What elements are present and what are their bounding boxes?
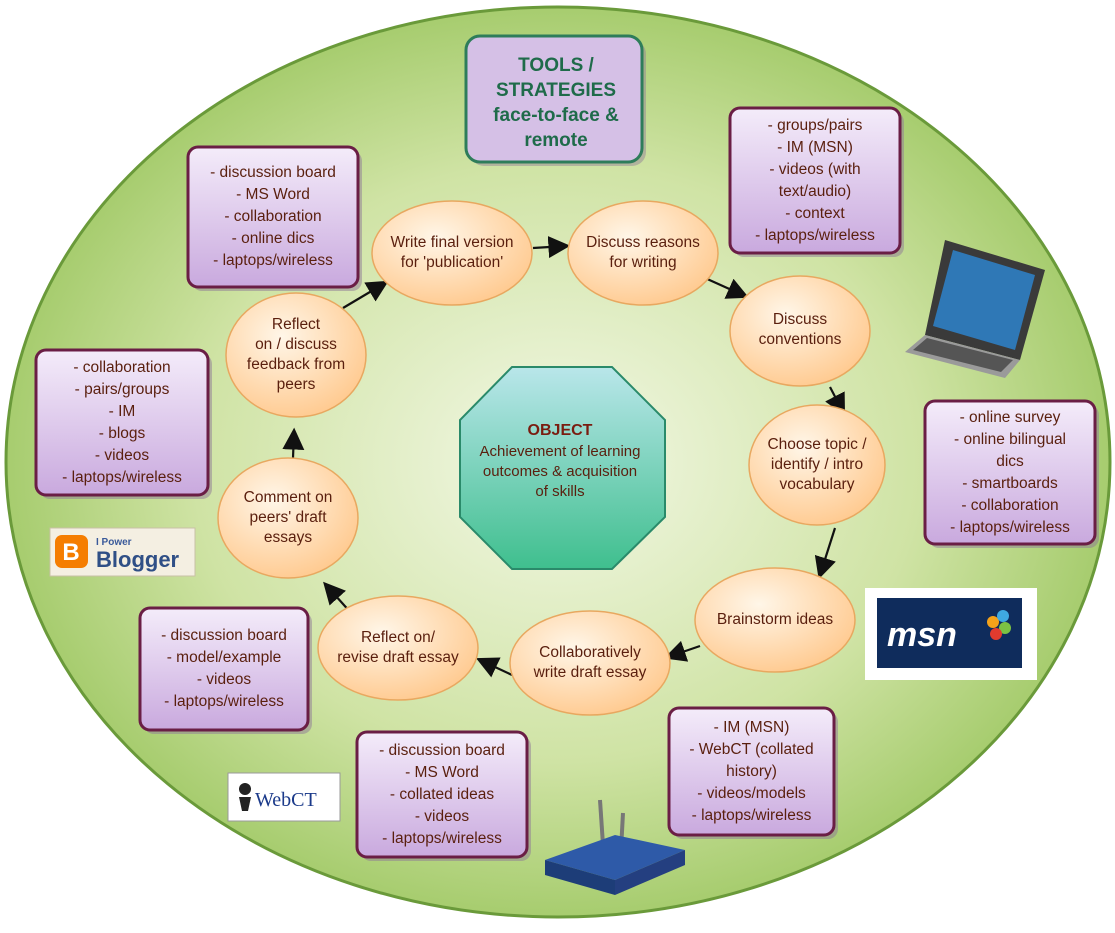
tool-box-text-reflect-feedback: - collaboration - pairs/groups - IM - bl… [62, 358, 182, 486]
step-node-brainstorm [694, 567, 856, 673]
tool-box-text-brainstorm: - IM (MSN) - WebCT (collated history) - … [689, 718, 814, 824]
tool-box-text-reflect-revise: - discussion board - model/example - vid… [161, 627, 287, 710]
arrow-reflect-feedback-to-write-final [342, 280, 389, 309]
tool-box-text-choose-topic: - online survey - online bilingual dics … [950, 408, 1070, 536]
arrow-choose-topic-to-brainstorm [814, 527, 837, 580]
center-octagon [459, 366, 666, 570]
tool-box-text-discuss-reasons: - groups/pairs - IM (MSN) - videos (with… [755, 116, 875, 244]
msn-logo-text: msn [887, 616, 957, 654]
arrow-comment-to-reflect-feedback [282, 427, 305, 459]
webct-logo-text: WebCT [255, 789, 317, 811]
title-box [464, 34, 644, 164]
arrow-write-final-to-discuss-reasons [532, 236, 571, 259]
step-label-brainstorm: Brainstorm ideas [716, 611, 834, 628]
svg-text:B: B [62, 539, 79, 566]
tool-box-write-final [186, 145, 360, 289]
step-label-reflect-feedback: Reflect on / discuss feedback from peers [246, 316, 346, 393]
arrow-brainstorm-to-collaborate [663, 640, 701, 662]
blogger-logo-small-text: I Power [96, 537, 132, 548]
arrow-discuss-reasons-to-conventions [704, 276, 750, 299]
step-node-comment-peers [217, 457, 359, 579]
webct-logo: WebCT [227, 772, 341, 822]
step-node-write-final [371, 200, 533, 306]
wireless-router-icon [545, 799, 685, 895]
step-label-write-final: Write final version for 'publication' [390, 234, 514, 271]
step-label-discuss-reasons: Discuss reasons for writing [586, 234, 700, 271]
step-label-choose-topic: Choose topic / identify / intro vocabula… [767, 436, 867, 493]
center-object-title: OBJECT [527, 422, 593, 439]
tool-box-brainstorm [667, 706, 836, 837]
step-node-discuss-reasons [567, 200, 719, 306]
tool-box-text-write-final: - discussion board - MS Word - collabora… [210, 164, 336, 269]
step-label-collaboratively-write: Collaboratively write draft essay [533, 644, 647, 681]
step-label-comment-peers: Comment on peers' draft essays [243, 489, 333, 546]
tool-box-reflect-feedback [34, 348, 210, 497]
laptop-icon [905, 240, 1045, 378]
tool-box-reflect-revise [138, 606, 310, 732]
step-node-discuss-conventions [729, 275, 871, 387]
arrow-collaborate-to-reflect-revise [476, 657, 513, 678]
step-node-reflect-feedback [225, 292, 367, 418]
step-label-reflect-revise: Reflect on/ revise draft essay [337, 629, 459, 666]
tool-box-choose-topic [923, 399, 1097, 546]
step-node-reflect-revise [317, 595, 479, 701]
tool-box-discuss-reasons [728, 106, 902, 255]
step-node-choose-topic [748, 404, 886, 526]
step-label-discuss-conventions: Discuss conventions [758, 311, 842, 348]
tool-box-text-collaboratively-write: - discussion board - MS Word - collated … [379, 741, 505, 847]
tool-box-collaboratively-write [355, 730, 529, 859]
step-node-collaboratively-write [509, 610, 671, 716]
title-box-text: TOOLS / STRATEGIES face-to-face & remote [493, 55, 619, 151]
msn-logo: msn [865, 588, 1037, 680]
center-object-text: Achievement of learning outcomes & acqui… [479, 443, 641, 500]
blogger-logo-text: Blogger [96, 547, 180, 572]
